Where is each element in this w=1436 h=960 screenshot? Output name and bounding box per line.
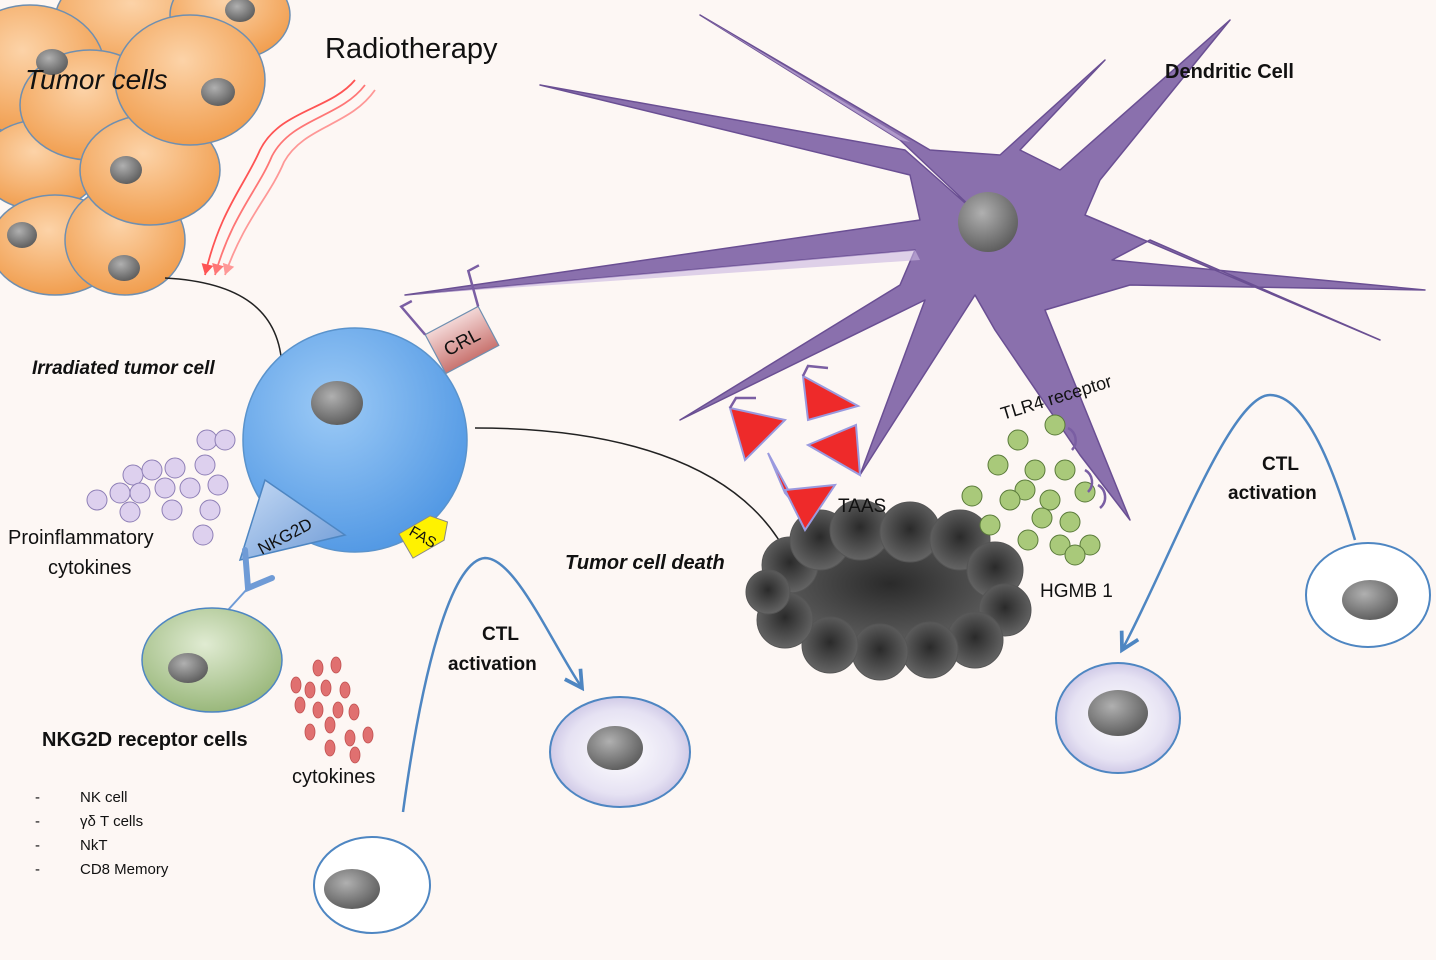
- taas-antigen: [801, 364, 861, 422]
- nkg2d-receptor-cell: [141, 607, 283, 713]
- nkg2d-receptor: [227, 547, 275, 611]
- proinflammatory-cytokines: [86, 429, 236, 546]
- radiotherapy-label: Radiotherapy: [325, 33, 498, 65]
- cytokines-label: cytokines: [292, 766, 375, 788]
- list-item: NkT: [80, 837, 108, 854]
- dendritic-cell: [404, 14, 1426, 521]
- list-bullet: -: [35, 789, 40, 806]
- irradiated-cell-nucleus: [311, 381, 363, 425]
- hgmb1-molecules: [961, 414, 1101, 566]
- taas-antigen: [783, 483, 838, 532]
- tumor-cell-nuclei: [7, 0, 255, 281]
- hgmb1-label: HGMB 1: [1040, 581, 1113, 602]
- red-cytokines: [290, 656, 374, 764]
- radiation-waves: [201, 79, 376, 276]
- list-item: CD8 Memory: [80, 861, 169, 878]
- ctl-cell-activated-right: [1055, 662, 1181, 774]
- ctl-activation-center-line1: CTL: [482, 624, 519, 645]
- ctl-activation-arrow-right: [1122, 393, 1357, 650]
- tumor-cell: [114, 14, 266, 146]
- taas-antigen: [728, 396, 788, 462]
- nkg2d-receptor-cells-label: NKG2D receptor cells: [42, 729, 248, 751]
- proinflammatory-label-line1: Proinflammatory: [8, 527, 154, 549]
- tlr4-receptors: [1067, 426, 1107, 509]
- tumor-cells-label: Tumor cells: [25, 64, 168, 95]
- dead-tumor-cell: [745, 499, 1032, 681]
- arrow-to-tumor-cell-death: [474, 427, 795, 568]
- ctl-activation-arrow-center: [401, 556, 582, 813]
- list-bullet: -: [35, 861, 40, 878]
- list-bullet: -: [35, 837, 40, 854]
- ctl-cell-bottom-center: [313, 836, 431, 934]
- taas-antigen: [805, 423, 862, 477]
- taas-antigens: [728, 364, 862, 532]
- tumor-cell-death-label: Tumor cell death: [565, 552, 725, 574]
- crl-receptor: CRL: [399, 264, 500, 375]
- dendritic-cell-nucleus: [958, 192, 1018, 252]
- taas-label: TAAS: [838, 496, 886, 517]
- ctl-activation-right-line2: activation: [1228, 483, 1317, 504]
- ctl-cell-activated-center: [549, 696, 691, 808]
- tumor-cells-cluster: [0, 0, 291, 296]
- ctl-cell-right: [1305, 542, 1431, 648]
- list-bullet: -: [35, 813, 40, 830]
- nkg2d-cell-types-list: - NK cell - γδ T cells - NkT - CD8 Memor…: [35, 789, 169, 878]
- irradiated-tumor-cell: [242, 327, 468, 553]
- ctl-activation-center-line2: activation: [448, 654, 537, 675]
- list-item: γδ T cells: [80, 813, 143, 830]
- ctl-activation-right-line1: CTL: [1262, 454, 1299, 475]
- list-item: NK cell: [80, 789, 128, 806]
- irradiated-tumor-cell-label: Irradiated tumor cell: [32, 358, 215, 379]
- arrow-to-irradiated-cell: [164, 277, 290, 377]
- proinflammatory-label-line2: cytokines: [48, 557, 131, 579]
- dendritic-cell-label: Dendritic Cell: [1165, 61, 1294, 83]
